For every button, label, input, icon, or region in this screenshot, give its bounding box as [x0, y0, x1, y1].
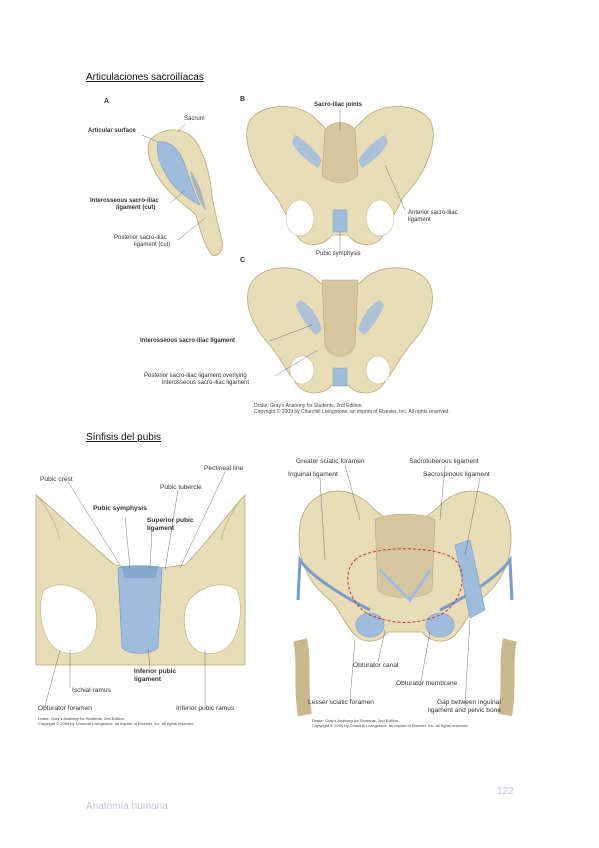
label-pubic-symphysis-b: Pubic symphysis: [316, 251, 361, 257]
label-greater-sciatic: Greater sciatic foramen: [296, 458, 365, 465]
label-superior-pubic-1: Superior pubic: [147, 517, 194, 524]
section-heading-sacroiliac: Articulaciones sacroilíacas: [86, 72, 204, 83]
leader-lines-section1: [141, 110, 406, 377]
label-interosseous-a-2: ligament (cut): [116, 205, 156, 211]
label-ischial-ramus: Ischial ramus: [72, 687, 111, 694]
label-obturator-foramen: Obturator foramen: [38, 705, 92, 712]
label-posterior-a-1: Posterior sacro-iliac: [114, 235, 167, 241]
figure-credit-2a-line2: Copyright © 2009 by Churchill Livingston…: [38, 721, 195, 726]
label-interosseous-c: Interosseous sacro-iliac ligament: [140, 338, 236, 344]
figure-credit-2b-line2: Copyright © 2009 by Churchill Livingston…: [312, 723, 469, 728]
figure-credit-2a-line1: Drake: Gray's Anatomy for Students, 2nd …: [38, 716, 126, 721]
label-sacrotuberous: Sacrotuberous ligament: [409, 458, 479, 465]
label-inferior-pubic-1: Inferior pubic: [134, 668, 177, 675]
panel-letter-b: B: [240, 96, 246, 103]
pelvis-posterior-figure: [247, 267, 433, 394]
label-sacroiliac-joints: Sacro-iliac joints: [314, 102, 363, 108]
label-superior-pubic-2: ligament: [147, 525, 175, 532]
panel-letter-a: A: [104, 98, 110, 105]
pubic-symphysis-figure: [35, 494, 246, 666]
label-inferior-pubic-2: ligament: [134, 676, 162, 683]
label-gap-2: ligament and pelvic bone: [428, 707, 501, 714]
label-gap-1: Gap between inguinal: [437, 699, 501, 706]
label-sacrospinous: Sacrospinous ligament: [423, 471, 490, 478]
figure-credit-1-line1: Drake: Gray's Anatomy for Students, 2nd …: [254, 403, 363, 409]
figure-credit-2b-line1: Drake: Gray's Anatomy for Students, 2nd …: [312, 718, 400, 723]
pelvis-anterior-figure: [246, 106, 434, 245]
label-posterior-c-1: Posterior sacro-iliac ligament overlying: [144, 373, 247, 379]
label-pubic-tubercle: Pubic tubercle: [160, 484, 202, 491]
label-inferior-pubic-ramus: Inferior pubic ramus: [176, 705, 235, 712]
label-posterior-a-2: ligament (cut): [134, 242, 171, 248]
label-anterior-sacroiliac-1: Anterior sacro-iliac: [408, 210, 458, 216]
label-pectineal-line: Pectineal line: [204, 465, 244, 472]
label-sacrum: Sacrum: [184, 116, 205, 122]
label-lesser-sciatic: Lesser sciatic foramen: [308, 699, 374, 706]
label-obturator-membrane: Obturator membrane: [396, 680, 458, 687]
leader-lines-section2: [44, 464, 481, 707]
page-number: 122: [497, 786, 514, 797]
label-posterior-c-2: interosseous sacro-iliac ligament: [162, 380, 250, 386]
panel-letter-c: C: [240, 257, 246, 264]
sacrum-lateral-figure: [147, 129, 223, 257]
pelvis-ligaments-figure: [293, 490, 517, 717]
label-interosseous-a-1: Interosseous sacro-iliac: [90, 198, 159, 204]
label-pubic-symphysis: Pubic symphysis: [93, 505, 147, 512]
label-pubic-crest: Pubic crest: [40, 476, 73, 483]
label-articular-surface: Articular surface: [88, 128, 136, 134]
figure-credit-1-line2: Copyright © 2009 by Churchill Livingston…: [254, 409, 450, 415]
footer-title: Anatomía humana: [86, 801, 168, 812]
section-heading-pubic-symphysis: Sínfisis del pubis: [86, 432, 162, 443]
label-anterior-sacroiliac-2: ligament: [408, 217, 431, 223]
label-inguinal: Inguinal ligament: [288, 471, 338, 478]
label-obturator-canal: Obturator canal: [353, 662, 399, 669]
